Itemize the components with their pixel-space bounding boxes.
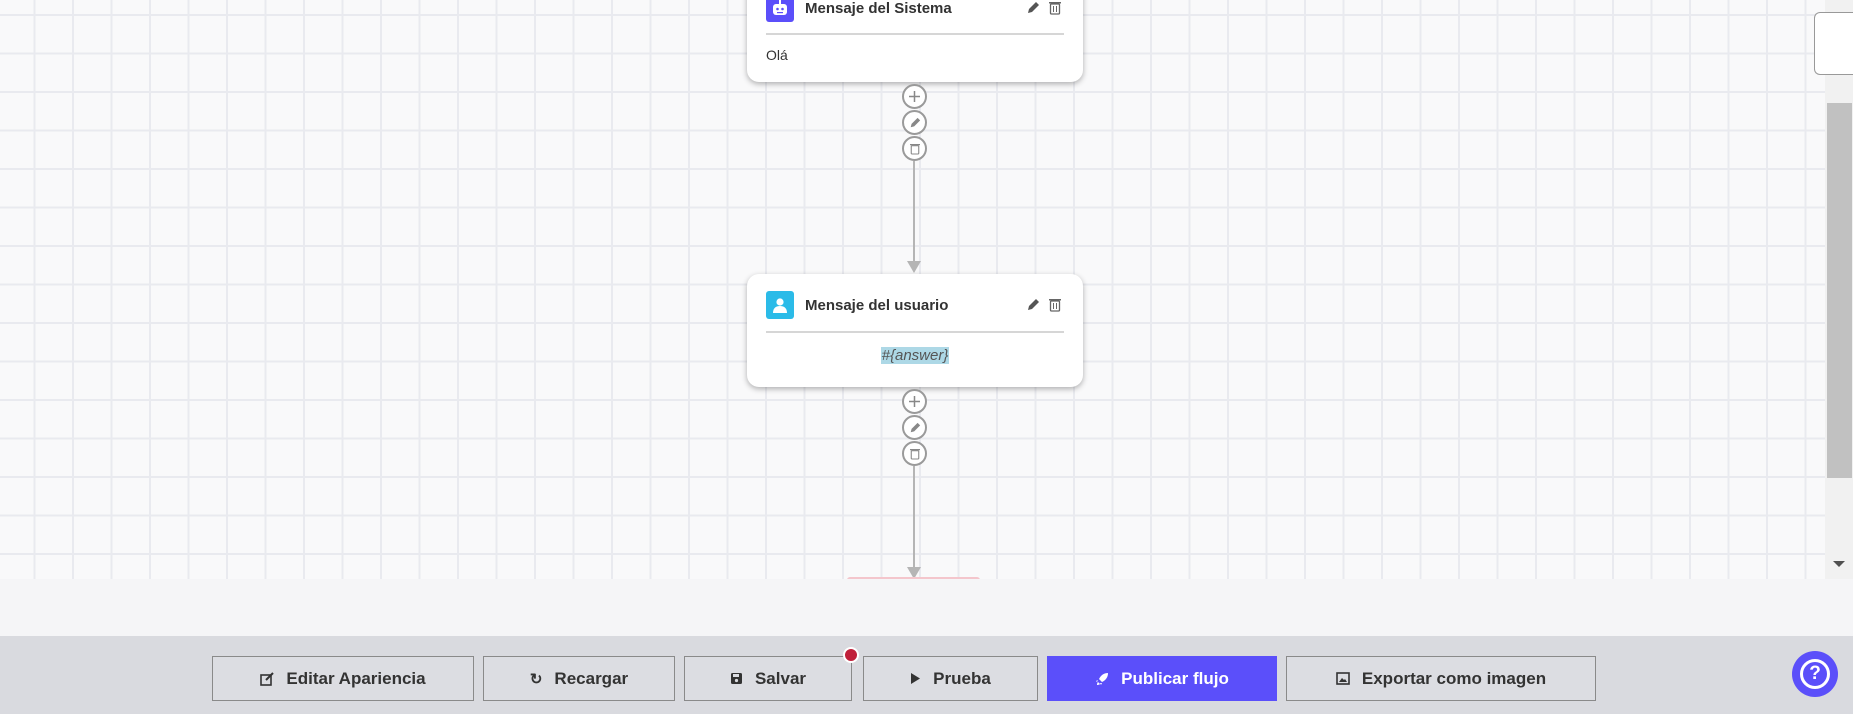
- question-icon: ?: [1800, 659, 1830, 689]
- scrollbar-thumb[interactable]: [1827, 103, 1852, 478]
- test-button[interactable]: Prueba: [863, 656, 1038, 701]
- add-node-button[interactable]: [902, 84, 927, 109]
- node-title: Mensaje del usuario: [805, 296, 949, 314]
- divider: [766, 331, 1064, 333]
- trash-icon[interactable]: [1046, 0, 1064, 17]
- reload-label: Recargar: [554, 668, 629, 688]
- vertical-scrollbar[interactable]: [1825, 0, 1853, 579]
- robot-icon: [766, 0, 794, 22]
- node-body: #{answer}: [880, 347, 950, 364]
- edit-square-icon: [260, 671, 275, 686]
- user-icon: [766, 291, 794, 319]
- publish-flow-button[interactable]: Publicar flujo: [1047, 656, 1277, 701]
- edit-appearance-label: Editar Apariencia: [286, 668, 426, 688]
- node-user-message[interactable]: Mensaje del usuario #{answer}: [747, 274, 1083, 387]
- rocket-icon: [1096, 672, 1109, 685]
- edit-connection-button[interactable]: [902, 110, 927, 135]
- connector-arrow: [907, 567, 921, 579]
- floppy-disk-icon: [730, 673, 742, 684]
- help-button[interactable]: ?: [1792, 651, 1838, 697]
- save-button[interactable]: Salvar: [684, 656, 852, 701]
- unsaved-changes-dot: [843, 647, 859, 663]
- side-panel-tab[interactable]: [1814, 12, 1853, 75]
- flow-canvas[interactable]: Mensaje del Sistema Olá Mensaje del usua…: [0, 0, 1825, 579]
- publish-flow-label: Publicar flujo: [1121, 668, 1229, 688]
- scroll-down-arrow-icon[interactable]: [1833, 561, 1845, 567]
- export-image-button[interactable]: Exportar como imagen: [1286, 656, 1596, 701]
- play-icon: [911, 673, 921, 684]
- pencil-icon[interactable]: [1024, 0, 1042, 17]
- divider: [766, 33, 1064, 35]
- export-image-label: Exportar como imagen: [1361, 668, 1547, 688]
- node-body: Olá: [766, 47, 788, 63]
- node-title: Mensaje del Sistema: [805, 0, 952, 17]
- save-label: Salvar: [754, 668, 807, 688]
- connector-line: [913, 161, 915, 262]
- edit-connection-button[interactable]: [902, 415, 927, 440]
- image-icon: [1336, 672, 1350, 685]
- node-system-message[interactable]: Mensaje del Sistema Olá: [747, 0, 1083, 82]
- delete-connection-button[interactable]: [902, 136, 927, 161]
- next-node-edge[interactable]: [847, 577, 980, 579]
- add-node-button[interactable]: [902, 389, 927, 414]
- edit-appearance-button[interactable]: Editar Apariencia: [212, 656, 474, 701]
- test-label: Prueba: [933, 668, 991, 688]
- pencil-icon[interactable]: [1024, 296, 1042, 314]
- delete-connection-button[interactable]: [902, 441, 927, 466]
- connector-line: [913, 466, 915, 568]
- reload-button[interactable]: ↻ Recargar: [483, 656, 675, 701]
- trash-icon[interactable]: [1046, 296, 1064, 314]
- bottom-toolbar: Editar Apariencia ↻ Recargar Salvar Prue…: [0, 636, 1853, 714]
- refresh-icon: ↻: [529, 670, 543, 688]
- connector-arrow: [907, 261, 921, 273]
